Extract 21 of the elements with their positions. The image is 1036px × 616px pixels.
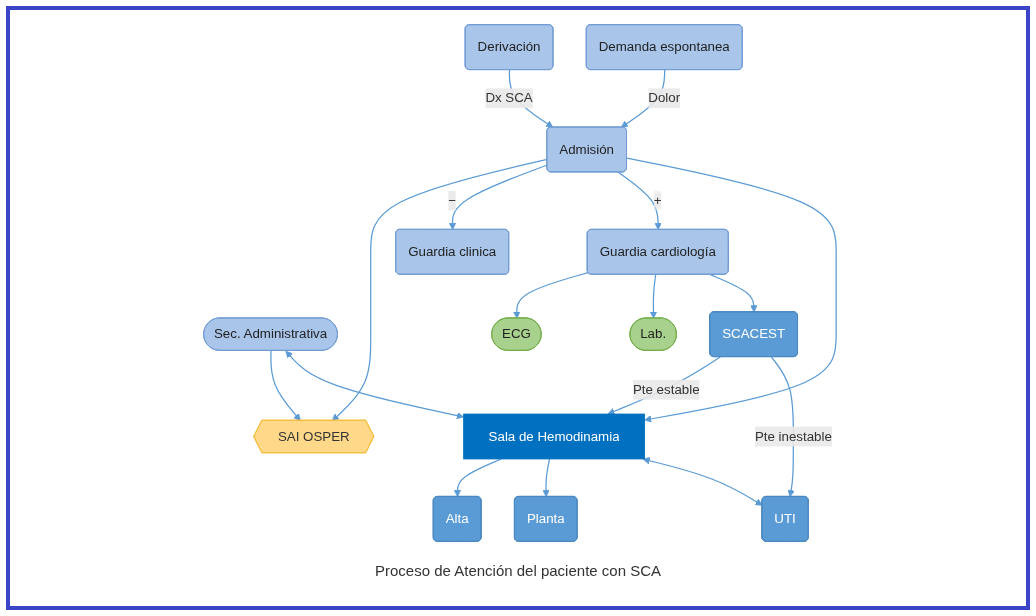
arrow (542, 458, 551, 498)
arrow (270, 350, 301, 421)
edge-label: + (653, 193, 662, 208)
edge-label: Pte inestable (755, 429, 832, 444)
arrow (626, 157, 837, 423)
arrow (332, 158, 548, 421)
caption: Proceso de Atención del paciente con SCA (375, 562, 661, 579)
edge-label: Pte estable (633, 382, 700, 397)
arrow (607, 356, 721, 415)
edge-label: Dolor (648, 90, 681, 105)
arrow (448, 164, 548, 231)
node-box (463, 413, 646, 460)
flowchart: Dx SCA Dolor − + Pte estable Pte inestable Derivación Demanda espontanea Admisión Guardia clinica Guardia cardiología Sec. Administrativa ECG Lab. SCACEST SAI OSPER Sala de Hemodinamia Alta Planta UTI (197, 18, 843, 548)
arrow (709, 274, 758, 313)
edge-label: Dx SCA (485, 90, 533, 105)
arrow (513, 272, 589, 319)
arrow (453, 458, 502, 498)
arrow (642, 457, 763, 506)
arrow (649, 274, 658, 319)
edge-label: − (448, 193, 457, 208)
arrow (285, 350, 465, 420)
